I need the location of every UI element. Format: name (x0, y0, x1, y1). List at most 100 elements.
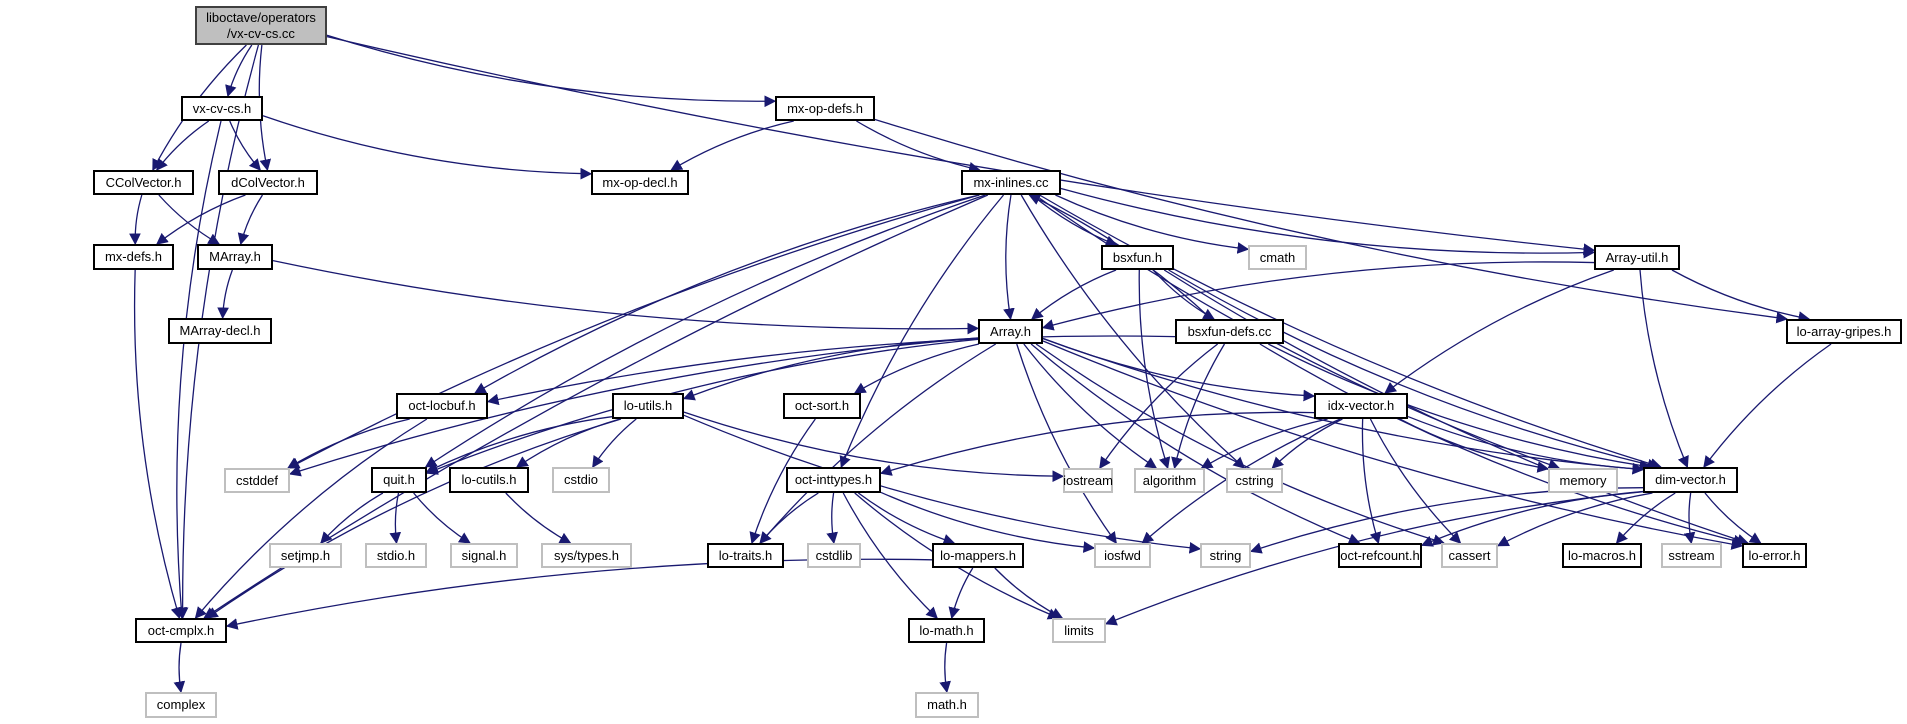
edge-idx-vector-h-to-cassert (1369, 418, 1462, 544)
node-label: oct-inttypes.h (794, 472, 873, 487)
node-oct-refcount-h[interactable]: oct-refcount.h (1338, 543, 1422, 568)
node-label: complex (156, 697, 206, 712)
node-array-h[interactable]: Array.h (978, 319, 1043, 344)
edge-mx-defs-h-to-oct-cmplx-h (133, 269, 183, 620)
edge-vx-cv-cs-h-to-oct-cmplx-h (175, 120, 222, 620)
edge-vx-cv-cs-h-to-ccolvector-h (156, 120, 210, 171)
node-mx-inlines-cc[interactable]: mx-inlines.cc (961, 170, 1061, 195)
edge-mx-inlines-cc-to-array-h (1003, 194, 1015, 321)
node-cstring: cstring (1226, 468, 1283, 493)
node-lo-math-h[interactable]: lo-math.h (908, 618, 985, 643)
node-label: iosfwd (1104, 547, 1141, 563)
node-dcolvector-h[interactable]: dColVector.h (218, 170, 318, 195)
node-label: cassert (1448, 547, 1491, 563)
node-marray-decl-h[interactable]: MArray-decl.h (168, 318, 272, 344)
node-label: math.h (927, 697, 967, 712)
edge-lo-cutils-h-to-sys-types-h (505, 492, 572, 544)
edge-lo-utils-h-to-iostream (683, 411, 1065, 483)
edge-array-h-to-algorithm (1023, 343, 1158, 469)
edge-bsxfun-h-to-array-h (1031, 269, 1117, 320)
node-label: MArray.h (209, 249, 261, 264)
edge-bsxfun-defs-cc-to-lo-error-h (1259, 343, 1746, 547)
edge-quit-h-to-signal-h (413, 492, 471, 544)
node-label: setjmp.h (280, 547, 331, 563)
edge-idx-vector-h-to-cstring (1271, 418, 1343, 469)
node-label: mx-inlines.cc (973, 174, 1049, 190)
node-label: MArray-decl.h (179, 323, 261, 338)
node-label: sstream (1668, 547, 1715, 563)
node-label: Array-util.h (1605, 249, 1669, 265)
edge-array-util-h-to-idx-vector-h (1384, 269, 1614, 394)
node-label: lo-macros.h (1568, 547, 1636, 563)
edge-dim-vector-h-to-lo-error-h (1704, 492, 1762, 544)
node-dim-vector-h[interactable]: dim-vector.h (1643, 467, 1738, 493)
edge-idx-vector-h-to-oct-inttypes-h (879, 411, 1315, 476)
node-oct-sort-h[interactable]: oct-sort.h (783, 393, 861, 419)
node-label: string (1209, 547, 1242, 563)
node-stdio-h: stdio.h (365, 543, 427, 568)
edge-bsxfun-h-to-lo-error-h (1163, 269, 1749, 546)
edge-mx-inlines-cc-to-cstddef (287, 194, 980, 469)
node-label: lo-cutils.h (461, 472, 517, 487)
edge-lo-utils-h-to-cstdio (592, 418, 637, 468)
node-bsxfun-h[interactable]: bsxfun.h (1101, 245, 1174, 270)
node-complex: complex (145, 692, 217, 718)
node-quit-h[interactable]: quit.h (371, 467, 427, 493)
edge-array-h-to-lo-traits-h (759, 343, 997, 544)
node-lo-utils-h[interactable]: lo-utils.h (612, 393, 684, 419)
node-oct-inttypes-h[interactable]: oct-inttypes.h (786, 467, 881, 493)
edge-dim-vector-h-to-string (1249, 487, 1644, 554)
node-mx-op-defs-h[interactable]: mx-op-defs.h (775, 96, 875, 121)
node-root[interactable]: liboctave/operators /vx-cv-cs.cc (195, 6, 327, 45)
edge-mx-inlines-cc-to-cmath (1055, 194, 1250, 254)
node-mx-defs-h[interactable]: mx-defs.h (93, 244, 174, 270)
node-lo-error-h[interactable]: lo-error.h (1742, 543, 1807, 568)
edge-lo-mappers-h-to-lo-math-h (948, 567, 974, 620)
edge-bsxfun-defs-cc-to-algorithm (1171, 343, 1226, 470)
node-label: limits (1064, 622, 1094, 638)
node-label: sys/types.h (553, 547, 620, 563)
node-label: oct-sort.h (794, 398, 850, 413)
edge-idx-vector-h-to-algorithm (1200, 418, 1328, 469)
node-label: vx-cv-cs.h (192, 100, 252, 116)
node-iosfwd: iosfwd (1094, 543, 1151, 568)
node-idx-vector-h[interactable]: idx-vector.h (1314, 393, 1408, 419)
node-memory: memory (1548, 468, 1618, 493)
edge-ccolvector-h-to-marray-h (158, 194, 221, 245)
edge-root-to-vx-cv-cs-h (225, 44, 253, 98)
edge-bsxfun-h-to-algorithm (1138, 269, 1171, 470)
edge-mx-inlines-cc-to-cstring (1020, 194, 1246, 469)
node-label: cstring (1235, 472, 1274, 488)
edge-lo-mappers-h-to-limits (994, 567, 1064, 619)
node-label: bsxfun-defs.cc (1187, 323, 1272, 339)
edge-array-util-h-to-lo-array-gripes-h (1671, 269, 1811, 323)
edge-array-h-to-quit-h (425, 338, 979, 475)
node-lo-cutils-h[interactable]: lo-cutils.h (449, 467, 529, 493)
node-label: lo-utils.h (623, 398, 673, 413)
edge-mx-inlines-cc-to-oct-inttypes-h (839, 194, 1005, 469)
node-algorithm: algorithm (1134, 468, 1205, 493)
edge-dim-vector-h-to-limits (1104, 491, 1644, 626)
edge-dim-vector-h-to-sstream (1683, 492, 1696, 545)
edge-bsxfun-defs-cc-to-oct-locbuf-h (486, 335, 1176, 406)
node-oct-cmplx-h[interactable]: oct-cmplx.h (135, 618, 227, 643)
edge-mx-inlines-cc-to-memory (1034, 194, 1561, 470)
node-bsxfun-defs-cc[interactable]: bsxfun-defs.cc (1175, 319, 1284, 344)
edge-idx-vector-h-to-oct-refcount-h (1361, 418, 1382, 545)
node-lo-mappers-h[interactable]: lo-mappers.h (932, 543, 1024, 568)
node-mx-op-decl-h[interactable]: mx-op-decl.h (591, 170, 689, 195)
node-label: algorithm (1142, 472, 1197, 488)
node-vx-cv-cs-h[interactable]: vx-cv-cs.h (181, 96, 263, 121)
node-lo-array-gripes-h[interactable]: lo-array-gripes.h (1786, 319, 1902, 344)
edge-array-h-to-oct-sort-h (853, 343, 980, 394)
node-marray-h[interactable]: MArray.h (197, 244, 273, 270)
node-cstddef: cstddef (224, 468, 290, 493)
node-oct-locbuf-h[interactable]: oct-locbuf.h (396, 393, 488, 419)
node-array-util-h[interactable]: Array-util.h (1594, 245, 1680, 270)
edge-lo-utils-h-to-lo-cutils-h (515, 418, 621, 468)
node-lo-macros-h[interactable]: lo-macros.h (1562, 543, 1642, 568)
node-label: mx-defs.h (104, 249, 163, 264)
node-label: Array.h (990, 323, 1031, 339)
node-lo-traits-h[interactable]: lo-traits.h (707, 543, 784, 568)
node-ccolvector-h[interactable]: CColVector.h (93, 170, 194, 195)
